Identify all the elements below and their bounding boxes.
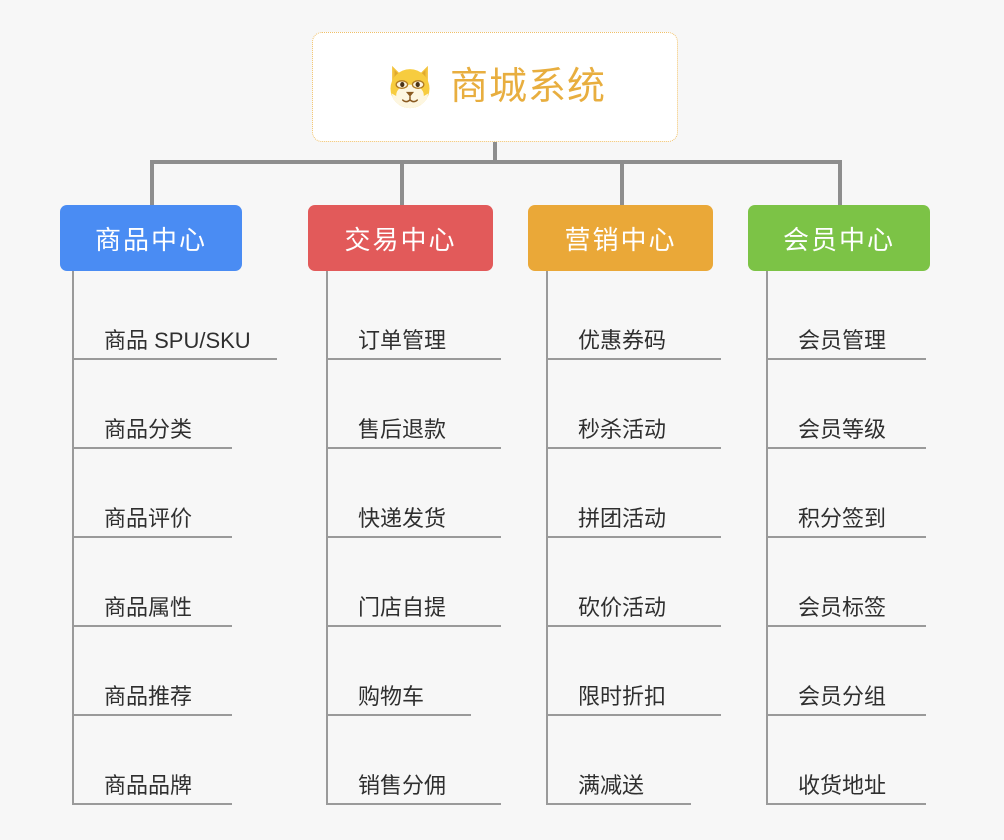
leaf-item[interactable]: 会员标签: [766, 538, 926, 627]
leaf-label: 满减送: [578, 772, 645, 798]
leaf-item[interactable]: 商品属性: [72, 538, 232, 627]
leaf-label: 快递发货: [358, 505, 447, 531]
category-box-营销中心[interactable]: 营销中心: [528, 205, 713, 271]
leaf-item[interactable]: 商品推荐: [72, 627, 232, 716]
leaf-item[interactable]: 快递发货: [326, 449, 501, 538]
leaf-item[interactable]: 订单管理: [326, 271, 501, 360]
leaf-item[interactable]: 商品评价: [72, 449, 232, 538]
leaf-item[interactable]: 限时折扣: [546, 627, 721, 716]
leaf-item[interactable]: 商品 SPU/SKU: [72, 271, 277, 360]
leaf-item[interactable]: 商品品牌: [72, 716, 232, 805]
leaf-label: 会员等级: [798, 416, 887, 442]
leaf-item[interactable]: 收货地址: [766, 716, 926, 805]
category-label: 商品中心: [94, 224, 207, 255]
category-label: 营销中心: [564, 224, 677, 255]
leaf-label: 购物车: [358, 683, 425, 709]
leaf-item[interactable]: 会员管理: [766, 271, 926, 360]
leaf-label: 收货地址: [798, 772, 887, 798]
category-label: 会员中心: [782, 224, 895, 255]
leaf-item[interactable]: 优惠券码: [546, 271, 721, 360]
leaf-item[interactable]: 门店自提: [326, 538, 501, 627]
branch-drop-line-1: [150, 160, 154, 205]
leaf-label: 商品品牌: [104, 772, 193, 798]
leaf-item[interactable]: 购物车: [326, 627, 471, 716]
branch-drop-line-3: [620, 160, 624, 205]
leaf-label: 销售分佣: [358, 772, 447, 798]
leaf-label: 售后退款: [358, 416, 447, 442]
branch-spine: [72, 271, 74, 805]
category-box-交易中心[interactable]: 交易中心: [308, 205, 493, 271]
leaf-label: 商品属性: [104, 594, 193, 620]
branch-spine: [326, 271, 328, 805]
leaf-item[interactable]: 满减送: [546, 716, 691, 805]
branch-spine: [546, 271, 548, 805]
leaf-label: 会员分组: [798, 683, 887, 709]
leaf-label: 订单管理: [358, 327, 447, 353]
branch-spine: [766, 271, 768, 805]
leaf-item[interactable]: 售后退款: [326, 360, 501, 449]
leaf-item[interactable]: 积分签到: [766, 449, 926, 538]
leaf-item[interactable]: 会员分组: [766, 627, 926, 716]
leaf-label: 限时折扣: [578, 683, 667, 709]
branch-connector-bus: [152, 160, 840, 164]
root-node[interactable]: 商城系统: [312, 32, 678, 142]
shiba-dog-face-icon: [390, 65, 430, 109]
leaf-label: 商品 SPU/SKU: [104, 327, 251, 353]
leaf-item[interactable]: 商品分类: [72, 360, 232, 449]
leaf-label: 商品分类: [104, 416, 193, 442]
leaf-label: 门店自提: [358, 594, 447, 620]
leaf-item[interactable]: 砍价活动: [546, 538, 721, 627]
leaf-label: 会员标签: [798, 594, 887, 620]
category-box-会员中心[interactable]: 会员中心: [748, 205, 930, 271]
category-box-商品中心[interactable]: 商品中心: [60, 205, 242, 271]
leaf-label: 拼团活动: [578, 505, 667, 531]
leaf-label: 秒杀活动: [578, 416, 667, 442]
leaf-label: 会员管理: [798, 327, 887, 353]
branch-drop-line-2: [400, 160, 404, 205]
leaf-label: 商品推荐: [104, 683, 193, 709]
branch-drop-line-4: [838, 160, 842, 205]
leaf-label: 积分签到: [798, 505, 887, 531]
leaf-label: 砍价活动: [578, 594, 667, 620]
leaf-item[interactable]: 销售分佣: [326, 716, 501, 805]
leaf-label: 优惠券码: [578, 327, 667, 353]
leaf-item[interactable]: 秒杀活动: [546, 360, 721, 449]
leaf-item[interactable]: 拼团活动: [546, 449, 721, 538]
leaf-item[interactable]: 会员等级: [766, 360, 926, 449]
root-connector-stub: [493, 142, 497, 162]
category-label: 交易中心: [344, 224, 457, 255]
root-title: 商城系统: [449, 66, 606, 108]
leaf-label: 商品评价: [104, 505, 193, 531]
